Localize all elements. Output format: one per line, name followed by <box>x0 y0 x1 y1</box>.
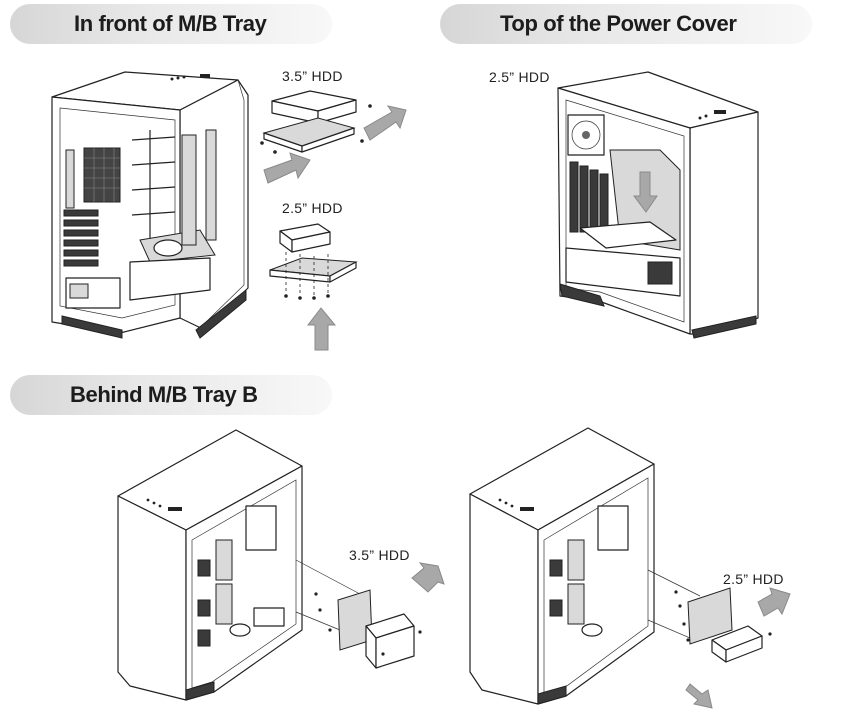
case-front-tray-illustration <box>51 71 249 339</box>
section-banner-front-tray <box>10 4 332 44</box>
hdd25-front-assembly <box>269 223 358 351</box>
section-title-behind-tray: Behind M/B Tray B <box>70 382 258 407</box>
hdd35-behind-assembly <box>295 559 445 669</box>
hdd35-front-assembly <box>260 90 407 184</box>
case-behind-tray-illustration-35 <box>117 429 303 701</box>
section-banner-behind-tray <box>10 375 332 415</box>
label-hdd35-behind: 3.5” HDD <box>349 547 410 563</box>
label-hdd25-behind: 2.5” HDD <box>723 571 784 587</box>
section-title-front-tray: In front of M/B Tray <box>74 11 267 36</box>
case-power-cover-illustration <box>557 71 759 339</box>
section-title-power-cover: Top of the Power Cover <box>500 11 737 36</box>
label-hdd25-cover: 2.5” HDD <box>489 69 550 85</box>
label-hdd35-front: 3.5” HDD <box>282 68 343 84</box>
case-behind-tray-illustration-25 <box>469 427 655 705</box>
section-banner-power-cover <box>440 4 812 44</box>
label-hdd25-front: 2.5” HDD <box>282 200 343 216</box>
hdd25-behind-assembly <box>647 569 791 709</box>
